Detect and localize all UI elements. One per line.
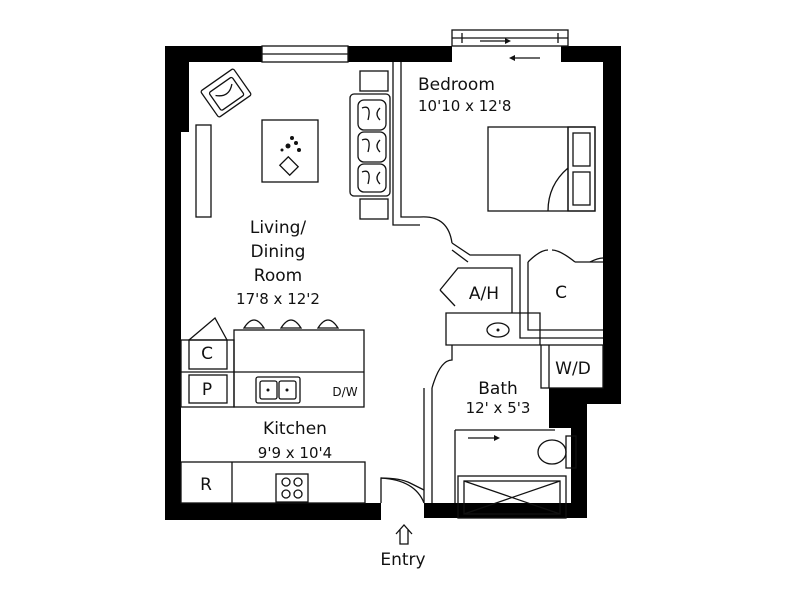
kitchen-dims: 9'9 x 10'4 [258,444,332,462]
bath-dims: 12' x 5'3 [466,399,531,417]
fridge-label: R [200,475,212,495]
interior-walls [380,62,604,504]
wall-top-left [165,46,262,62]
stove-icon [275,473,309,503]
wall-top-middle [348,46,452,62]
end-table-bottom [359,198,389,220]
sofa-icon [349,93,391,197]
bath-name: Bath [478,379,518,399]
wall-left-jog [181,46,189,132]
kitchen-counters [180,316,366,504]
pantry-label: P [202,380,212,400]
bedroom-dims: 10'10 x 12'8 [418,97,511,115]
bathtub-icon [457,475,567,519]
sink-icon [486,322,510,338]
bedroom-name: Bedroom [418,75,495,95]
ah-label: A/H [469,284,499,304]
plant-icon [280,136,301,152]
armchair-icon [200,68,252,118]
bed-icon [487,126,596,212]
end-table-top [359,70,389,92]
lower-counter [180,461,366,504]
wall-right [603,46,621,404]
living-name-line1: Living/ [250,218,307,238]
windows [261,29,569,63]
toilet-icon [537,435,577,469]
bedroom-closet-label: C [555,283,567,303]
entry-arrow-icon [395,524,413,545]
bath-fixtures [457,322,577,519]
living-furniture [195,68,391,220]
dishwasher-label: D/W [332,385,357,399]
wall-bottom-left [165,503,381,520]
wall-right-lower [571,388,587,518]
wall-bottom-right [424,503,587,518]
wall-right-inner [549,404,571,428]
living-name-line3: Room [254,266,302,286]
coffee-table-icon [261,119,319,183]
entry-label: Entry [380,550,425,570]
wall-left [165,46,181,520]
washer-dryer-label: W/D [555,359,591,379]
bar-stool-icon [242,319,340,329]
kitchen-name: Kitchen [263,419,327,439]
living-name-line2: Dining [251,242,306,262]
wall-shelf [195,124,212,218]
living-dims: 17'8 x 12'2 [236,290,320,308]
kitchen-closet-label: C [201,344,213,364]
sink-icon [255,376,301,404]
